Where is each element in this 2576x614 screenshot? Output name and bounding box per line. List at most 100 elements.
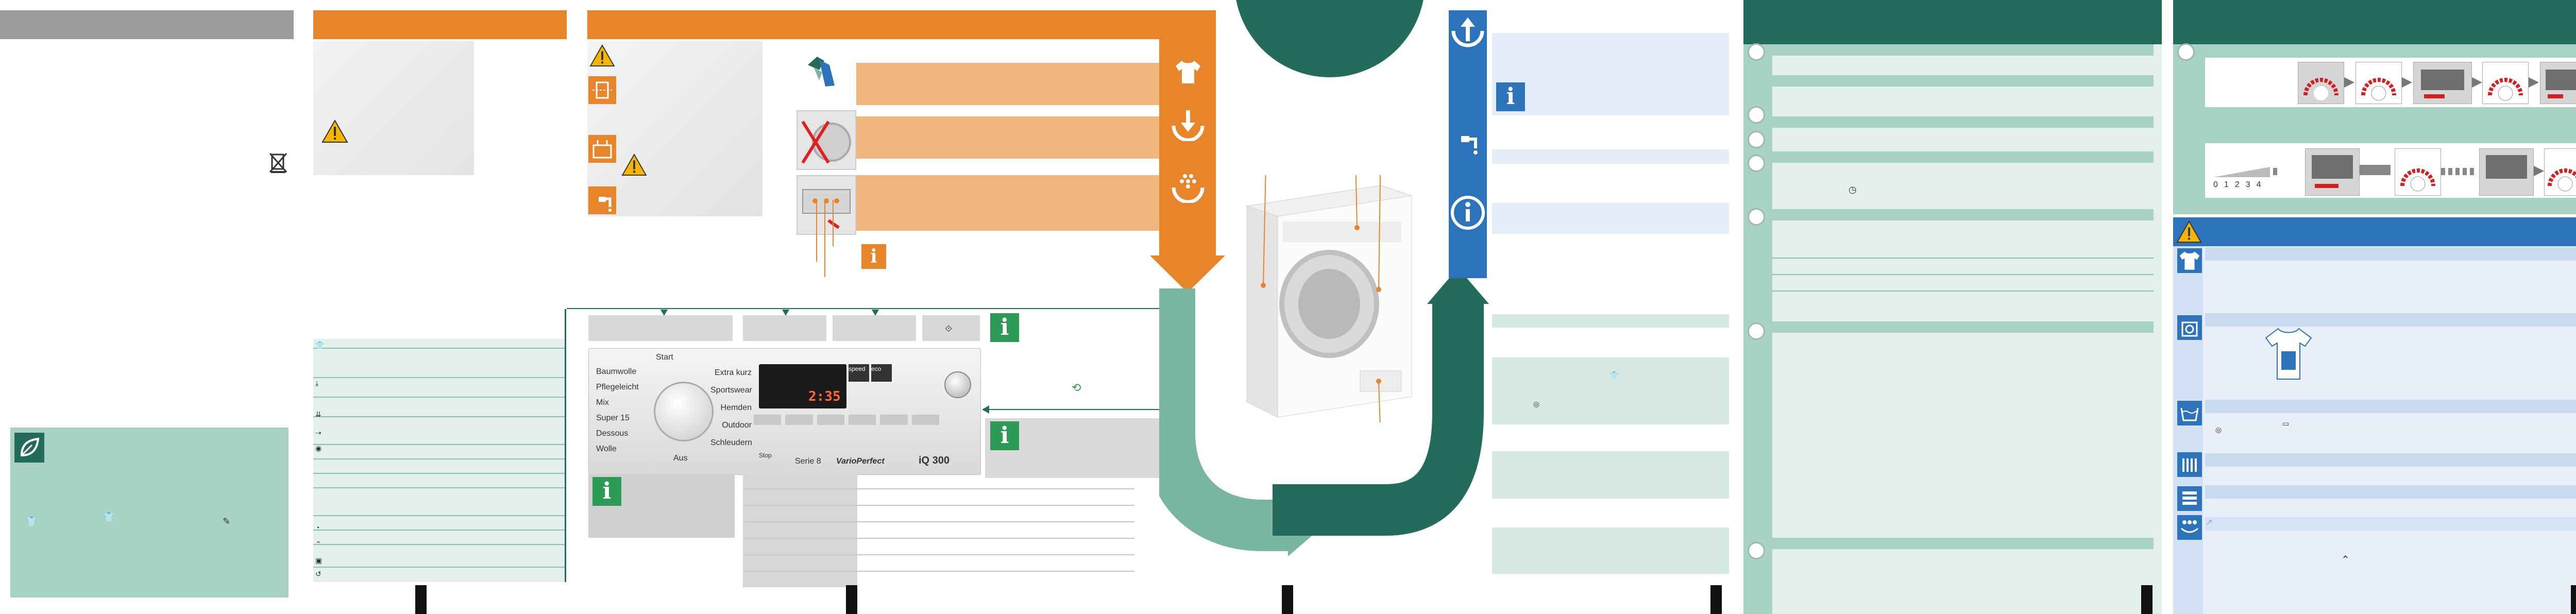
step-bullet [1748,131,1765,148]
volume-scale [2213,164,2280,182]
step-row-bar [1772,116,2154,128]
display-step-c [2479,148,2534,196]
water-tap-icon [588,186,616,214]
program-knob[interactable] [654,382,714,441]
detergent-drawer-illustration [796,175,856,235]
eco-info-box [10,428,289,598]
panel-top-box [588,315,733,341]
info-icon: i [1496,82,1525,111]
care-body [2173,246,2576,614]
finish-time-button[interactable] [817,415,844,425]
program-label: Outdoor [722,421,752,430]
step-bullet [1748,106,1765,124]
blue-pale-row [1492,149,1729,164]
step-bullet [1748,43,1765,61]
teal-note-row [1492,357,1729,424]
column-divider [565,309,566,582]
rinse-button[interactable] [848,415,876,425]
crop-marker [2141,585,2153,614]
step-arrow [2529,77,2539,90]
machine-door-check-illustration [796,110,856,170]
info-icon: i [861,244,886,269]
water-tap-icon [1451,126,1485,159]
start-pause-button[interactable] [944,371,971,398]
settings-list [313,339,566,582]
program-label: Schleudern [710,438,752,447]
brand-logo: VarioPerfect [836,457,885,466]
care-header-bar [2173,217,2576,246]
weee-bin-icon [268,149,289,174]
flow-arrow-shaft [1159,10,1216,258]
tshirt-label-illustration [2263,326,2314,385]
program-label: Super 15 [596,414,630,422]
step-arrow [2472,77,2482,90]
clothes-pile-illustration [804,49,840,91]
panel-top-box [922,315,980,341]
section-6-header [2173,0,2576,44]
eco-button[interactable]: eco [871,364,892,382]
child-lock-button[interactable] [911,415,939,425]
level-1: 1 [2224,180,2229,189]
row-icon: ⇊ [315,410,321,418]
program-label: Sportswear [710,386,752,395]
program-label: Mix [596,398,609,407]
step-arrow-long [2360,165,2391,175]
warning-triangle-icon [321,119,348,146]
level-3: 3 [2245,180,2250,189]
blue-info-box [1492,33,1729,115]
dark-teal-flow [1273,268,1489,559]
flow-arrow-head [1150,255,1225,295]
program-label: Extra kurz [714,368,752,377]
dial-step-b [2395,148,2441,196]
stain-button[interactable] [880,415,908,425]
step-row-bar [1772,44,2154,56]
shirt-small-icon: 👕 [103,512,115,522]
step-2-bar [856,116,1168,159]
wrench-icon: ⟐ [945,323,953,334]
step-arrow [2344,77,2354,90]
spin-button[interactable] [785,415,813,425]
program-label: Dessous [596,429,629,438]
row-icon: ⇢ [315,429,321,437]
wash-sort-icon [2177,315,2202,340]
display-step-3 [2413,62,2472,104]
teal-note-row [1492,451,1729,499]
speed-button[interactable]: speed [849,364,869,382]
temperature-button[interactable] [754,415,782,425]
pointer-line [816,200,817,262]
blue-pale-row [1492,203,1729,234]
row-icon: ◉ [315,444,322,452]
side-label: Stop [759,452,772,459]
display-time: 2:35 [808,389,841,404]
small-icon: ◎ [2215,425,2222,434]
level-2: 2 [2234,180,2240,189]
program-label: Hemden [720,403,752,412]
step-bullet [1748,155,1765,172]
step-bullet [1748,322,1765,340]
step-arrow [2402,77,2412,90]
crop-marker [2571,585,2576,614]
safety-box [313,41,474,175]
dial-step-d [2544,148,2576,196]
pointer-arrow-head [982,405,989,416]
step-row-bar [1772,321,2154,333]
warning-triangle-icon [621,153,647,179]
level-0: 0 [2213,180,2218,189]
level-scale-labels: 0 1 2 3 4 [2213,180,2261,190]
step-row-bar [1772,75,2154,87]
care-row [2205,247,2576,261]
speed-label: speed [849,365,866,372]
program-list-left: Baumwolle Pflegeleicht Mix Super 15 Dess… [596,364,663,457]
care-row [2205,313,2576,327]
panel-top-box [743,315,826,341]
step-arrow [2534,166,2544,179]
wash-basin-icon [2177,401,2202,425]
blue-column [1449,10,1487,278]
control-panel: Baumwolle Pflegeleicht Mix Super 15 Dess… [588,348,981,475]
knob-bottom-label: Aus [673,454,688,463]
safety-box-2 [587,41,762,216]
detergent-icon [1171,170,1206,206]
small-icon: ▭ [2282,419,2290,428]
section-5-header [1743,0,2162,44]
section-3-header [587,10,1216,39]
